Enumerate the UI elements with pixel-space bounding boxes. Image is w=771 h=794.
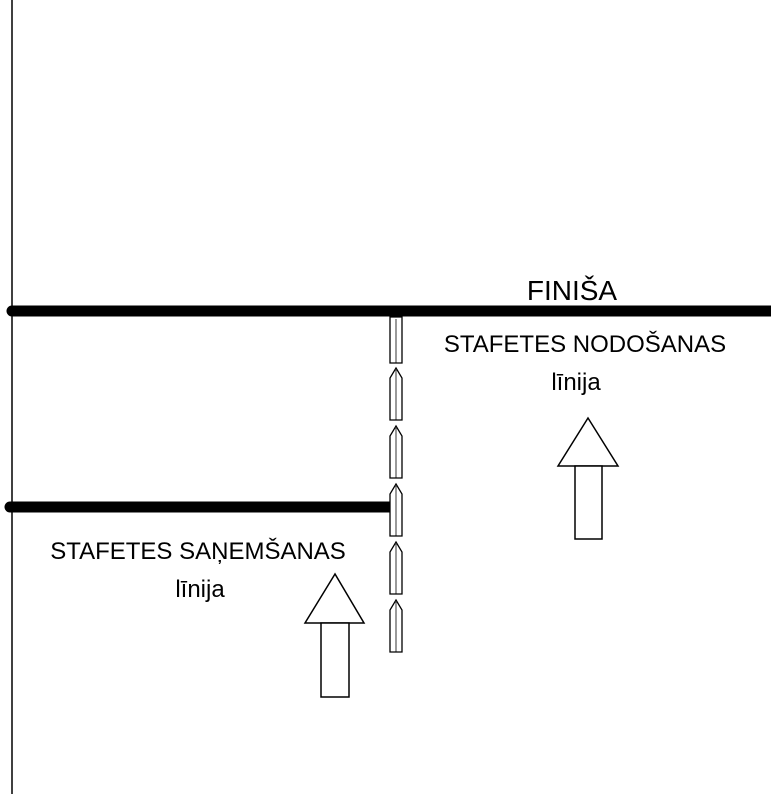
receive-sublabel: līnija	[175, 576, 225, 603]
receive-label: STAFETES SAŅEMŠANAS	[50, 537, 346, 565]
finish-label: FINIŠA	[527, 275, 618, 306]
handover-label: STAFETES NODOŠANAS	[444, 330, 726, 358]
up-arrow-icon	[556, 416, 620, 540]
lane-marker-dashes	[389, 316, 403, 653]
up-arrow-icon	[303, 572, 366, 698]
handover-sublabel: līnija	[551, 369, 601, 396]
